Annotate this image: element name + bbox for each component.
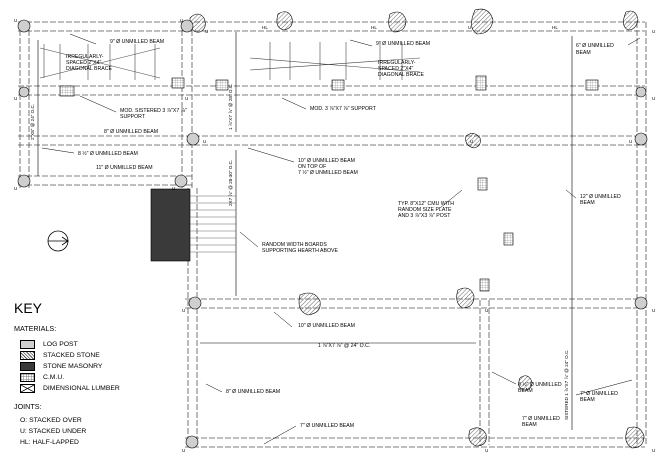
- joint-label: U: [470, 139, 473, 144]
- joint-label: U: [172, 186, 175, 191]
- diagonal-braces: [39, 42, 421, 80]
- legend-label: STACKED STONE: [43, 352, 100, 359]
- joint-label: U: [652, 96, 655, 101]
- dim-mid-vertical: 1 ⅞"X7 ⅞" @ 28" O.C.: [228, 84, 233, 130]
- label-brace-right: SPACED 2"X4": [378, 66, 413, 72]
- label-brace-right: IRREGULARLY-: [378, 60, 416, 66]
- stacked-stone-piers: [189, 8, 645, 449]
- log-post-swatch-icon: [20, 340, 35, 349]
- legend-joint-stacked-over: O: STACKED OVER: [20, 417, 82, 424]
- cmu-swatch-icon: [20, 373, 35, 382]
- dim-right-vertical: SISTERED 1 ⅞"X7 ⅞" @ 24" O.C.: [564, 349, 569, 420]
- joint-label: U: [185, 96, 188, 101]
- legend: KEY MATERIALS: LOG POST STACKED STONE ST…: [14, 300, 184, 450]
- leader-lines: [41, 33, 641, 445]
- label-beam-7-right: BEAM: [580, 397, 595, 403]
- label-brace-right: DIAGONAL BRACE: [378, 72, 424, 78]
- legend-item-stacked-stone: STACKED STONE: [20, 350, 184, 361]
- label-beam-10-ontop: ON TOP OF: [298, 164, 326, 170]
- label-boards: SUPPORTING HEARTH ABOVE: [262, 248, 338, 254]
- north-arrow-icon: [47, 230, 69, 252]
- legend-item-stone-masonry: STONE MASONRY: [20, 361, 184, 372]
- joint-label: HL: [262, 25, 268, 30]
- label-mod-support: MOD. 3 ⅞"X7 ⅞" SUPPORT: [310, 106, 377, 112]
- label-beam-8-left: 8" Ø UNMILLED BEAM: [104, 129, 158, 135]
- log-posts: [17, 19, 648, 449]
- joint-label: U: [485, 448, 488, 453]
- label-beam-8half-lower: 8 ½" Ø UNMILLED: [518, 381, 562, 388]
- legend-joint-stacked-under: U: STACKED UNDER: [20, 428, 87, 435]
- label-cmu: RANDOM SIZE PLATE: [398, 207, 452, 213]
- joint-label: U: [180, 18, 183, 23]
- label-beam-6-right: 6" Ø UNMILLED: [576, 43, 614, 49]
- joint-label: U: [14, 96, 17, 101]
- legend-joints-heading: JOINTS:: [14, 402, 42, 411]
- joint-labels: U U HL HL U HL U U U U U U U U U U U U U…: [14, 18, 655, 453]
- label-beam-9-top: 9" Ø UNMILLED BEAM: [110, 39, 164, 45]
- joint-label: U: [14, 186, 17, 191]
- label-beam-8half-left: 8 ½" Ø UNMILLED BEAM: [78, 150, 138, 157]
- label-beam-12-right: 12" Ø UNMILLED: [580, 194, 621, 200]
- label-beam-10-ontop: 10" Ø UNMILLED BEAM: [298, 158, 355, 164]
- dim-lower-vertical: 2X7 ⅞" @ 28-30" O.C.: [228, 160, 233, 206]
- label-beam-10-ontop: 7 ½" Ø UNMILLED BEAM: [298, 169, 358, 176]
- legend-title: KEY: [14, 300, 43, 316]
- joint-label: U: [205, 29, 208, 34]
- joint-label: U: [203, 139, 206, 144]
- label-beam-7-bottom: BEAM: [522, 422, 537, 428]
- legend-item-cmu: C.M.U.: [20, 372, 184, 383]
- legend-joint-half-lapped: HL: HALF-LAPPED: [20, 439, 79, 446]
- label-beam-7-bottom: 7" Ø UNMILLED: [522, 416, 560, 422]
- legend-materials-heading: MATERIALS:: [14, 324, 57, 333]
- label-cmu: AND 3 ⅞"X3 ⅞" POST: [398, 213, 451, 219]
- label-sistered: MOD. SISTERED 3 ⅞"X7 ⅞": [120, 108, 187, 114]
- vertical-dimensions: 2"X8" @ 24" O.C. 1 ⅞"X7 ⅞" @ 28" O.C. 2X…: [30, 84, 569, 420]
- label-beam-8-lower: 8" Ø UNMILLED BEAM: [226, 389, 280, 395]
- annotations: 9" Ø UNMILLED BEAM 9" Ø UNMILLED BEAM 6"…: [66, 39, 621, 429]
- label-beam-7-right: 7" Ø UNMILLED: [580, 391, 618, 397]
- joint-label: U: [182, 448, 185, 453]
- joint-label: U: [485, 308, 488, 313]
- label-beam-11-left: 11" Ø UNMILLED BEAM: [96, 165, 153, 171]
- legend-label: DIMENSIONAL LUMBER: [43, 385, 120, 392]
- hearth-boards: [190, 195, 236, 253]
- label-beam-9-top2: 9" Ø UNMILLED BEAM: [376, 41, 430, 47]
- joint-label: U: [468, 25, 471, 30]
- beams: [18, 21, 647, 448]
- label-beam-10-mid: 10" Ø UNMILLED BEAM: [298, 323, 355, 329]
- joint-label: U: [182, 308, 185, 313]
- label-brace-left: DIAGONAL BRACE: [66, 66, 112, 72]
- dim-left-vertical: 2"X8" @ 24" O.C.: [30, 104, 35, 140]
- joint-label: HL: [371, 25, 377, 30]
- joint-label: U: [652, 448, 655, 453]
- joint-label: U: [629, 139, 632, 144]
- dimensional-lumber-swatch-icon: [20, 384, 35, 393]
- stacked-stone-swatch-icon: [20, 351, 35, 360]
- label-boards: RANDOM WIDTH BOARDS: [262, 242, 327, 248]
- joint-label: HL: [552, 25, 558, 30]
- label-joist-spacing: 1 ⅞"X7 ⅞" @ 24" O.C.: [318, 343, 370, 349]
- stone-masonry-swatch-icon: [20, 362, 35, 371]
- label-beam-12-right: BEAM: [580, 200, 595, 206]
- dimension-lines: [37, 32, 573, 430]
- legend-item-dimensional-lumber: DIMENSIONAL LUMBER: [20, 383, 184, 394]
- joint-label: U: [652, 308, 655, 313]
- label-brace-left: SPACED 2"X4": [66, 60, 101, 66]
- label-sistered: SUPPORT: [120, 114, 146, 120]
- joint-label: U: [652, 29, 655, 34]
- label-cmu: TYP. 8"X12" CMU WITH: [398, 201, 454, 207]
- label-beam-6-right2: BEAM: [576, 50, 591, 56]
- label-beam-8half-lower: BEAM: [518, 388, 533, 394]
- stone-masonry-hearth: [150, 188, 191, 262]
- cmu-blocks: [59, 75, 599, 292]
- legend-label: STONE MASONRY: [43, 363, 103, 370]
- legend-item-log-post: LOG POST: [20, 339, 184, 350]
- label-brace-left: IRREGULARLY-: [66, 54, 104, 60]
- joint-label: U: [14, 18, 17, 23]
- label-beam-7-bottom: 7" Ø UNMILLED BEAM: [300, 423, 354, 429]
- legend-label: LOG POST: [43, 341, 78, 348]
- legend-label: C.M.U.: [43, 374, 65, 381]
